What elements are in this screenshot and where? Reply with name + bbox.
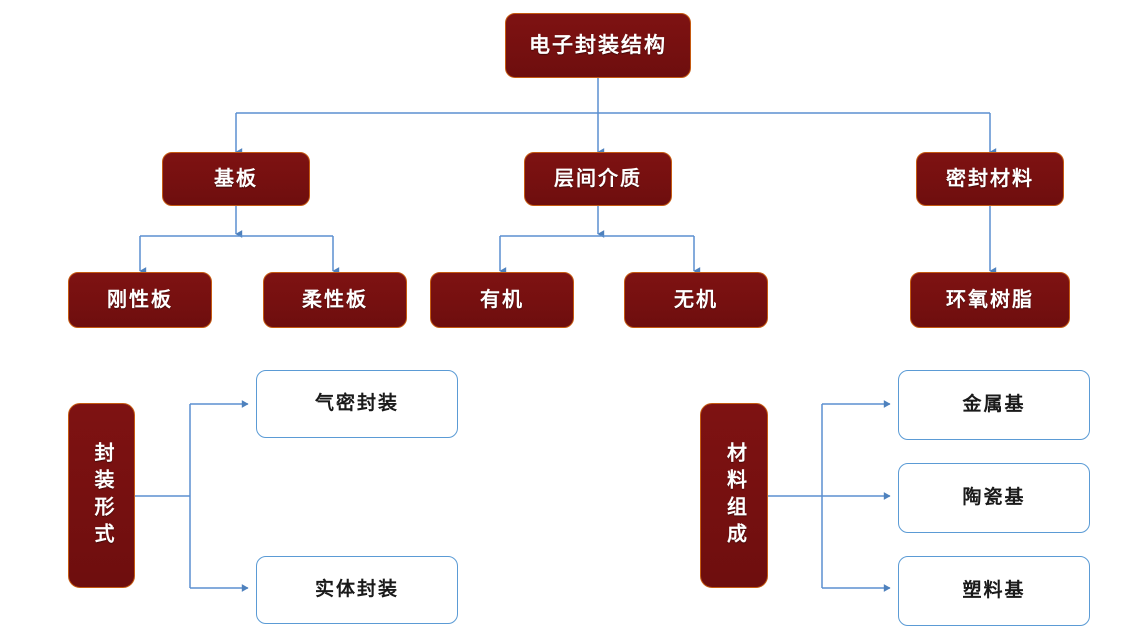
node-label: 气密封装 bbox=[314, 393, 399, 415]
node-rigid-board[interactable]: 刚性板 bbox=[68, 272, 212, 328]
node-ceramic-based[interactable]: 陶瓷基 bbox=[898, 463, 1090, 533]
node-interlayer-dielectric[interactable]: 层间介质 bbox=[524, 152, 672, 206]
node-label: 有机 bbox=[480, 288, 524, 311]
node-label: 无机 bbox=[674, 288, 718, 311]
node-label: 密封材料 bbox=[946, 167, 1034, 190]
node-plastic-based[interactable]: 塑料基 bbox=[898, 556, 1090, 626]
node-label: 实体封装 bbox=[314, 579, 399, 601]
node-label: 陶瓷基 bbox=[962, 487, 1026, 509]
node-label: 环氧树脂 bbox=[946, 288, 1034, 311]
node-inorganic[interactable]: 无机 bbox=[624, 272, 768, 328]
node-label: 电子封装结构 bbox=[529, 33, 667, 58]
node-label: 基板 bbox=[214, 167, 258, 190]
node-label: 层间介质 bbox=[554, 167, 642, 190]
node-epoxy-resin[interactable]: 环氧树脂 bbox=[910, 272, 1070, 328]
node-organic[interactable]: 有机 bbox=[430, 272, 574, 328]
node-flexible-board[interactable]: 柔性板 bbox=[263, 272, 407, 328]
node-label: 材料组成 bbox=[723, 441, 746, 550]
node-root-electronic-packaging-structure[interactable]: 电子封装结构 bbox=[505, 13, 691, 78]
node-packaging-form[interactable]: 封装形式 bbox=[68, 403, 135, 588]
node-metal-based[interactable]: 金属基 bbox=[898, 370, 1090, 440]
node-label: 封装形式 bbox=[91, 441, 113, 550]
node-label: 柔性板 bbox=[302, 288, 368, 311]
node-material-composition[interactable]: 材料组成 bbox=[700, 403, 768, 588]
node-label: 刚性板 bbox=[107, 288, 173, 311]
node-hermetic-packaging[interactable]: 气密封装 bbox=[256, 370, 458, 438]
node-label: 塑料基 bbox=[962, 580, 1026, 602]
node-sealing-material[interactable]: 密封材料 bbox=[916, 152, 1064, 206]
node-label: 金属基 bbox=[962, 394, 1026, 416]
node-substrate[interactable]: 基板 bbox=[162, 152, 310, 206]
node-solid-packaging[interactable]: 实体封装 bbox=[256, 556, 458, 624]
